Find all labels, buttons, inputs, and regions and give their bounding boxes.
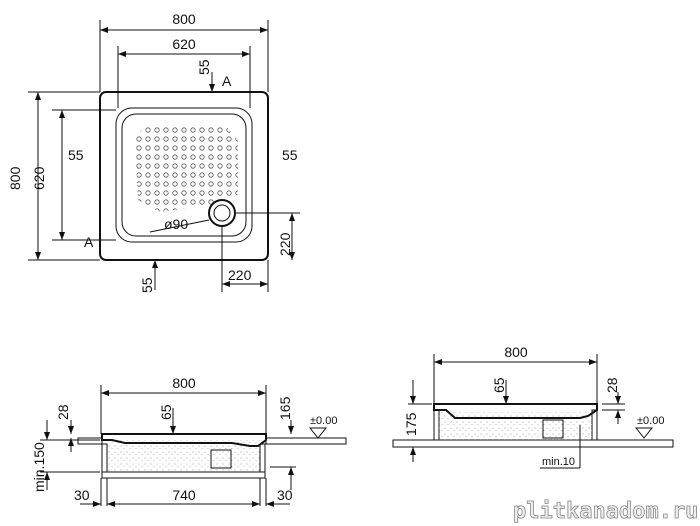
dim-depth: 65 bbox=[491, 377, 507, 393]
dim-left-wall: 30 bbox=[74, 487, 90, 503]
dim-rim-height: 28 bbox=[55, 404, 71, 420]
watermark: plitkanadom.ru bbox=[513, 499, 698, 524]
drain-siphon bbox=[210, 449, 232, 469]
tray-section bbox=[101, 433, 267, 447]
anti-slip-pattern bbox=[135, 125, 238, 212]
floor-level-label: ±0.00 bbox=[637, 415, 664, 427]
drain-icon bbox=[208, 199, 236, 227]
dim-drain-offset-v: 220 bbox=[277, 232, 293, 256]
dim-height-outer: 800 bbox=[7, 166, 23, 190]
tray-outline bbox=[99, 91, 269, 261]
dim-width-outer: 800 bbox=[172, 11, 196, 27]
dim-total-height: 175 bbox=[403, 412, 419, 436]
section-surface: 800 65 175 28 ±0.00 min.10 bbox=[392, 344, 674, 469]
dim-right-margin: 55 bbox=[282, 147, 298, 163]
dim-rim-height: 28 bbox=[604, 377, 620, 393]
dim-min-gap: min.10 bbox=[542, 456, 575, 468]
level-marker-icon bbox=[634, 427, 654, 439]
dim-min-recess: min.150 bbox=[31, 442, 47, 492]
dim-total-height: 165 bbox=[277, 396, 293, 420]
dim-left-margin: 55 bbox=[68, 147, 84, 163]
basin-outline bbox=[115, 107, 253, 243]
dim-inner-width: 740 bbox=[172, 487, 196, 503]
dim-width-inner: 620 bbox=[172, 36, 196, 52]
floor-level-label: ±0.00 bbox=[310, 415, 337, 427]
plan-view: 800 620 55 A A 800 620 55 55 ø90 220 220… bbox=[7, 11, 300, 293]
dim-height-inner: 620 bbox=[31, 166, 47, 190]
section-mark-left: A bbox=[84, 234, 94, 250]
level-marker-icon bbox=[308, 427, 328, 439]
dim-width: 800 bbox=[172, 375, 196, 391]
dim-top-margin: 55 bbox=[196, 59, 212, 75]
tray-section bbox=[433, 403, 598, 419]
drain-siphon bbox=[542, 419, 564, 439]
dim-right-wall: 30 bbox=[277, 487, 293, 503]
dim-drain-offset-h: 220 bbox=[228, 267, 252, 283]
dim-bottom-margin: 55 bbox=[139, 277, 155, 293]
dim-drain-diameter: ø90 bbox=[164, 216, 188, 232]
dim-depth: 65 bbox=[158, 404, 174, 420]
dim-width: 800 bbox=[504, 344, 528, 360]
section-recessed: 800 65 28 min.150 165 ±0.00 30 740 30 bbox=[31, 375, 347, 507]
section-mark-top: A bbox=[222, 73, 232, 89]
